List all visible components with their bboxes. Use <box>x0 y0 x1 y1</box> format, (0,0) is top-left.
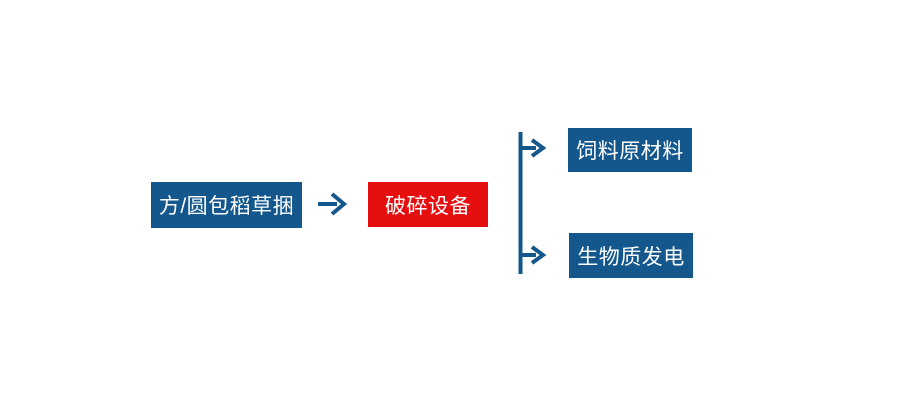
node-biomass-power-label: 生物质发电 <box>577 245 685 269</box>
node-feed-raw-material-label: 饲料原材料 <box>576 140 684 163</box>
node-biomass-power: 生物质发电 <box>569 233 693 278</box>
node-crushing-equipment: 破碎设备 <box>368 182 488 227</box>
right-arrow-icon <box>318 192 348 216</box>
node-crushing-equipment-label: 破碎设备 <box>385 194 471 218</box>
node-straw-bale-label: 方/圆包稻草捆 <box>158 195 295 218</box>
branch-connector <box>518 132 547 274</box>
branch-bottom-right-arrow-icon <box>520 245 547 265</box>
node-straw-bale: 方/圆包稻草捆 <box>151 182 302 228</box>
node-feed-raw-material: 饲料原材料 <box>568 128 692 172</box>
branch-top-right-arrow-icon <box>520 138 547 158</box>
